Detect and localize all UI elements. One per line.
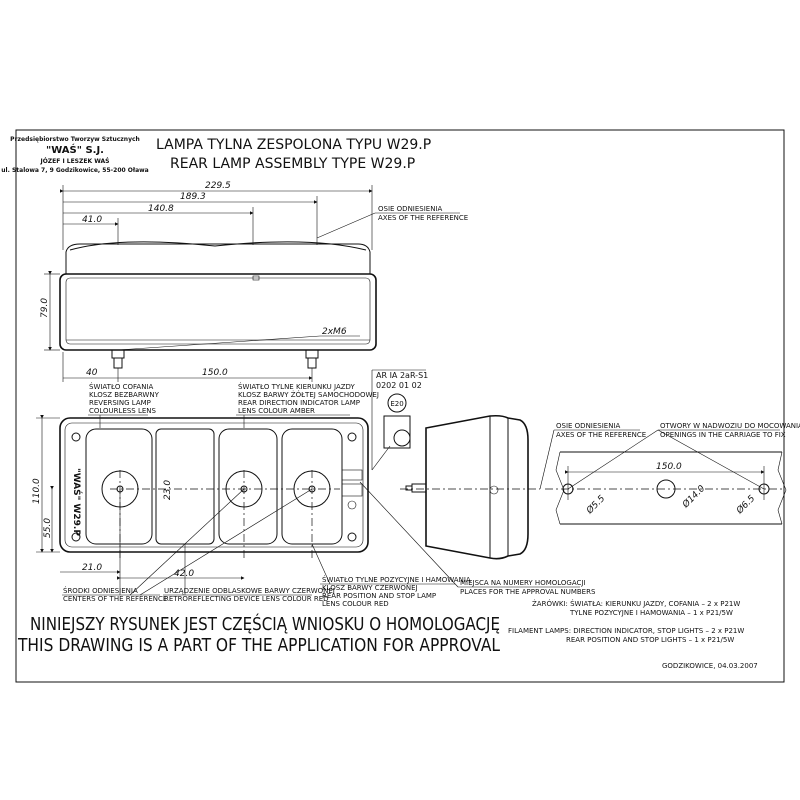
dim-140: 140.8	[148, 204, 174, 214]
company-line-2: "WAŚ" S.J.	[46, 143, 104, 156]
stop-label-1: ŚWIATŁO TYLNE POZYCYJNE I HAMOWANIA	[322, 575, 471, 584]
dim-total-width: 229.5	[205, 181, 231, 191]
title-en: REAR LAMP ASSEMBLY TYPE W29.P	[170, 156, 415, 172]
dim-r150: 150.0	[656, 462, 682, 472]
dim-bolt: 2xM6	[322, 327, 347, 337]
axes-label-pl: OSIE ODNIESIENIA	[378, 205, 443, 213]
housing-top-body	[59, 273, 377, 351]
bulbs-pl-2: TYLNE POZYCYJNE I HAMOWANIA – 1 x P21/5W	[569, 609, 733, 617]
dim-height: 79.0	[40, 298, 50, 318]
dim-40: 40	[86, 368, 98, 378]
approval-code: AR IA 2aR-S1	[376, 371, 428, 380]
reversing-label-3: REVERSING LAMP	[89, 399, 151, 407]
dim-42: 42.0	[174, 569, 194, 579]
bulbs-en-1: FILAMENT LAMPS: DIRECTION INDICATOR, STO…	[508, 627, 744, 635]
company-line-3: JÓZEF I LESZEK WAŚ	[39, 158, 109, 165]
dim-phi65: Ø6.5	[734, 493, 758, 517]
indicator-label-1: ŚWIATŁO TYLNE KIERUNKU JAZDY	[238, 382, 356, 391]
dim-21: 21.0	[82, 563, 102, 573]
retro-label-en: RETROREFLECTING DEVICE LENS COLOUR RED	[164, 595, 329, 603]
company-block: Przedsiębiorstwo Tworzyw Sztucznych "WAŚ…	[1, 136, 148, 174]
side-view	[400, 414, 540, 560]
dim-phi14: Ø14.0	[680, 483, 708, 511]
indicator-label-4: LENS COLOUR AMBER	[238, 407, 315, 415]
reversing-label-4: COLOURLESS LENS	[89, 407, 157, 415]
reversing-label-1: ŚWIATŁO COFANIA	[89, 382, 153, 391]
lens-reversing	[85, 428, 153, 545]
approval-number: 0202 01 02	[376, 381, 422, 390]
homol-label-pl: MIEJSCA NA NUMERY HOMOLOGACJI	[460, 579, 586, 587]
centers-label-en: CENTERS OF THE REFERENCE	[63, 595, 167, 603]
notice-pl: NINIEJSZY RYSUNEK JEST CZĘŚCIĄ WNIOSKU O…	[30, 613, 500, 635]
bulbs-note: ŻARÓWKI: ŚWIATŁA: KIERUNKU JAZDY, COFANI…	[508, 599, 744, 644]
dim-189: 189.3	[180, 192, 206, 202]
e-mark: E20	[390, 400, 403, 408]
notice-en: THIS DRAWING IS A PART OF THE APPLICATIO…	[17, 635, 500, 656]
company-line-4: ul. Stalowa 7, 9 Godzikowice, 55-200 Oła…	[1, 167, 148, 174]
homol-label-en: PLACES FOR THE APPROVAL NUMBERS	[460, 588, 596, 596]
retro-label-pl: URZĄDZENIE ODBLASKOWE BARWY CZERWONEJ	[164, 587, 335, 595]
dim-110: 110.0	[32, 478, 42, 504]
holes-label-pl: OTWORY W NADWOZIU DO MOCOWANIA	[660, 422, 800, 430]
top-view: 229.5 189.3 140.8 41.0 OSIE ODNIESIENIA …	[40, 181, 468, 382]
dim-23: 23.0	[163, 480, 173, 500]
indicator-label-2: KLOSZ BARWY ŻÓŁTEJ SAMOCHODOWEJ	[238, 390, 379, 399]
stop-label-2: KLOSZ BARWY CZERWONEJ	[322, 584, 418, 592]
dim-41: 41.0	[82, 215, 102, 225]
lens-indicator	[218, 428, 278, 545]
dim-55: 55.0	[43, 518, 53, 538]
drawing-frame	[15, 129, 785, 683]
axes2-label-en: AXES OF THE REFERENCE	[556, 431, 646, 439]
centers-label-pl: ŚRODKI ODNIESIENIA	[63, 586, 138, 595]
axes2-label-pl: OSIE ODNIESIENIA	[556, 422, 621, 430]
bulbs-en-2: REAR POSITION AND STOP LIGHTS – 1 x P21/…	[566, 636, 734, 644]
dim-150: 150.0	[202, 368, 228, 378]
stop-label-3: REAR POSITION AND STOP LAMP	[322, 592, 436, 600]
bulbs-pl-1: ŻARÓWKI: ŚWIATŁA: KIERUNKU JAZDY, COFANI…	[532, 599, 740, 608]
place-date: GODZIKOWICE, 04.03.2007	[662, 662, 758, 670]
title-pl: LAMPA TYLNA ZESPOLONA TYPU W29.P	[156, 137, 431, 153]
dim-phi55: Ø5.5	[584, 493, 608, 517]
reversing-label-2: KLOSZ BEZBARWNY	[89, 391, 160, 399]
stop-label-4: LENS COLOUR RED	[322, 600, 389, 608]
axes-label-en: AXES OF THE REFERENCE	[378, 214, 468, 222]
mounting-holes-view: OSIE ODNIESIENIA AXES OF THE REFERENCE O…	[539, 422, 800, 525]
holes-label-en: OPENINGS IN THE CARRIAGE TO FIX	[660, 431, 786, 439]
lamp-body-front	[59, 417, 369, 553]
housing-top-lid	[65, 243, 371, 275]
lamp-mark: "WAŚ" W29.P	[71, 468, 83, 536]
approval-mark-block: AR IA 2aR-S1 0202 01 02 E20	[371, 369, 428, 471]
front-view: ŚWIATŁO COFANIA KLOSZ BEZBARWNY REVERSIN…	[32, 382, 596, 608]
indicator-label-3: REAR DIRECTION INDICATOR LAMP	[238, 399, 360, 407]
company-line-1: Przedsiębiorstwo Tworzyw Sztucznych	[10, 136, 140, 143]
